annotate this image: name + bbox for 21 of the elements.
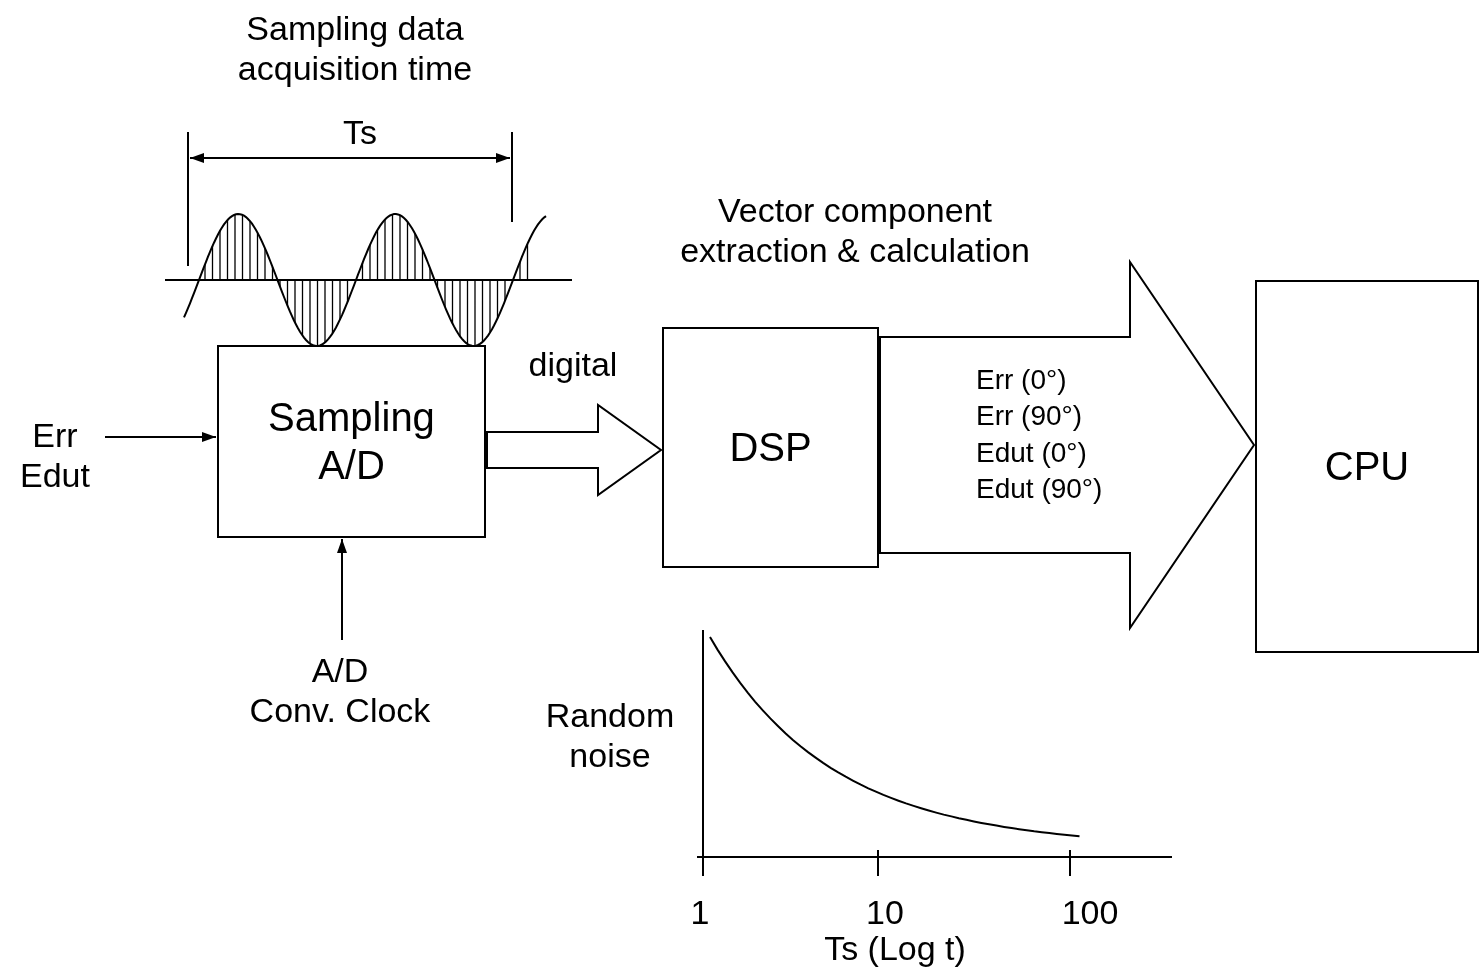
arrow xyxy=(104,432,217,442)
arrow xyxy=(337,538,347,641)
tick-label: 1 xyxy=(689,892,711,933)
process-box xyxy=(662,327,879,568)
block-arrow xyxy=(486,403,663,497)
axis-label: Random noise xyxy=(544,695,676,776)
box-label: DSP xyxy=(729,423,812,471)
dimension-label: Sampling data acquisition time xyxy=(236,8,474,89)
box-label: Sampling A/D xyxy=(267,394,436,489)
block-caption: Vector component extraction & calculation xyxy=(679,190,1031,271)
edge-label: Err (0°) Err (90°) Edut (0°) Edut (90°) xyxy=(976,363,1104,507)
signal-label: A/D xyxy=(311,649,369,690)
tick-label: 100 xyxy=(1060,892,1120,933)
signal-label: Err Edut xyxy=(5,405,105,505)
dimension-label: Ts xyxy=(342,112,378,153)
edge-label: digital xyxy=(527,344,619,385)
process-box xyxy=(1255,280,1479,653)
process-box xyxy=(217,345,486,538)
box-label: CPU xyxy=(1324,442,1410,490)
signal-label: Conv. Clock xyxy=(249,690,431,731)
block-arrow xyxy=(879,258,1256,632)
